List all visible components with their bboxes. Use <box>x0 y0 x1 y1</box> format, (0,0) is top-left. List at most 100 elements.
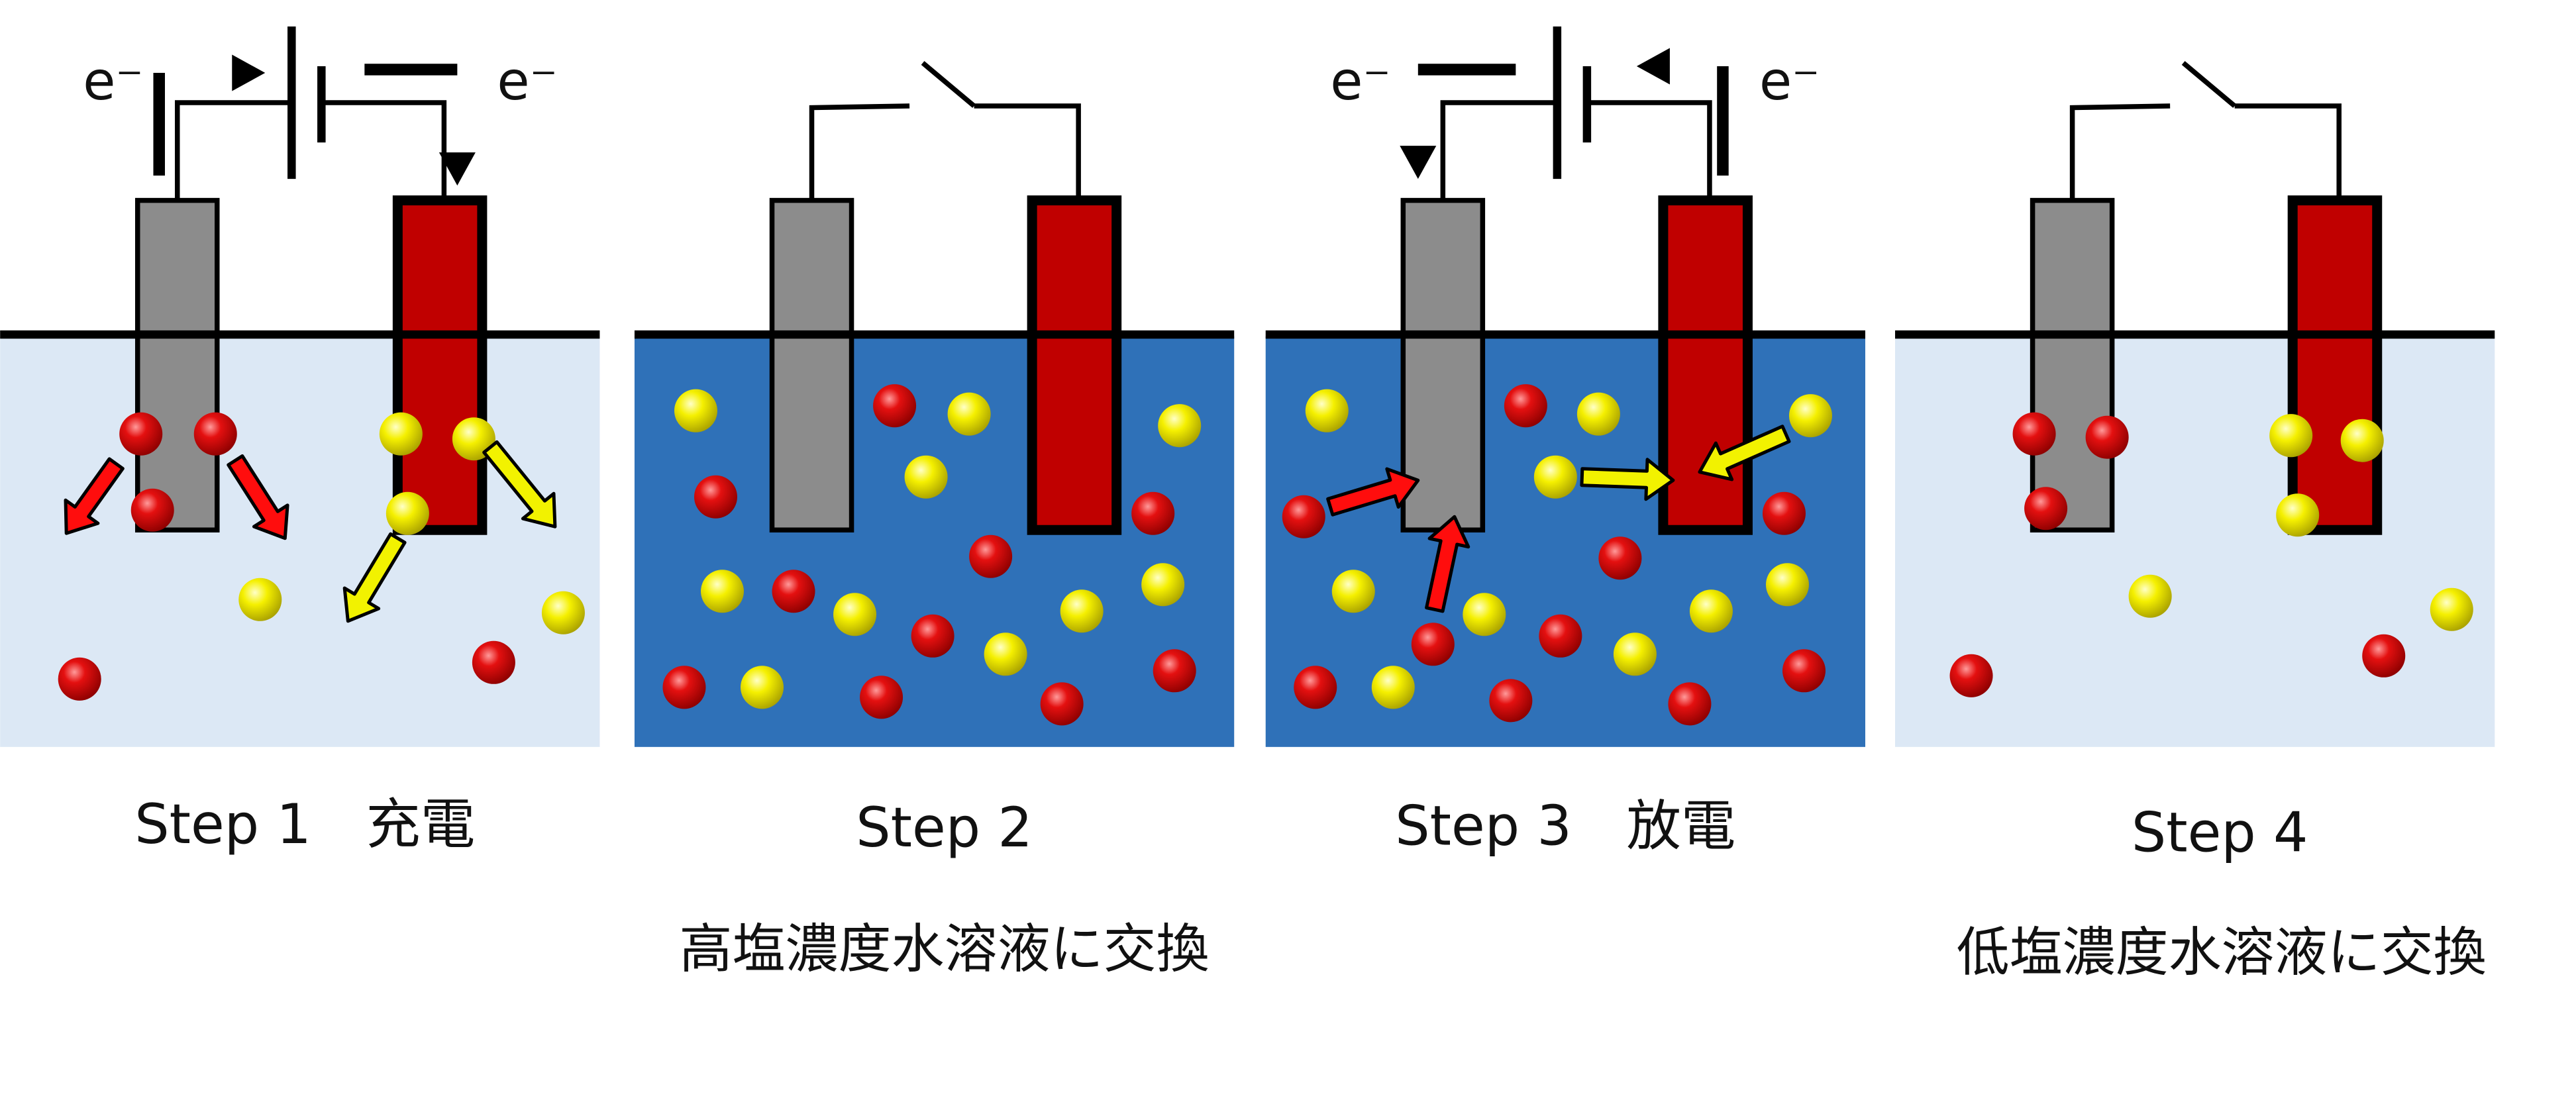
step3-anion <box>1305 389 1349 432</box>
step2-anion <box>700 570 745 613</box>
step3-cation <box>1504 384 1547 428</box>
step1-carbon-electrode <box>134 197 220 532</box>
step3-water <box>1265 336 1866 747</box>
step1-cation <box>472 640 515 684</box>
step1-cation <box>58 657 101 701</box>
step4-anion <box>2269 414 2313 458</box>
step2-open-switch <box>921 61 976 108</box>
step3-anion <box>1689 589 1733 633</box>
step2-active-electrode <box>1027 195 1122 535</box>
step1-electron-arrow-right-head <box>438 152 476 186</box>
step2-cation <box>860 676 903 719</box>
step4-cation <box>2024 487 2068 530</box>
step3-anion <box>1613 632 1657 676</box>
step1-anion <box>452 417 495 461</box>
step2-anion <box>947 392 991 436</box>
step4-cation <box>2362 634 2406 678</box>
step3-electron-arrow-left-head <box>1400 146 1437 179</box>
step3-cation <box>1668 682 1712 726</box>
step2-label: Step 2 <box>856 796 1033 860</box>
step3-label: Step 3 放電 <box>1395 794 1735 858</box>
step3-cation <box>1282 495 1325 538</box>
step4-anion <box>2276 493 2320 537</box>
step4-wire-left <box>2069 103 2171 201</box>
step3-cation <box>1411 623 1455 666</box>
step3-anion <box>1765 563 1809 607</box>
step3-yellow-ion-arrow <box>1698 425 1791 481</box>
step2-cation <box>911 614 954 658</box>
step2-anion <box>674 389 717 432</box>
step2-wire-right <box>974 103 1081 201</box>
step3-electron-arrow-right-head <box>1636 48 1670 85</box>
step3-cation <box>1489 679 1533 723</box>
step3-yellow-ion-arrow <box>1580 458 1675 501</box>
step2-cation <box>873 384 917 428</box>
step3-anion <box>1533 455 1577 499</box>
step2-carbon-electrode <box>769 197 854 532</box>
step4-cation <box>2012 412 2056 456</box>
step1-yellow-ion-arrow <box>342 532 407 623</box>
step1-electron-label-left: e⁻ <box>83 50 143 112</box>
step4-anion <box>2430 587 2473 631</box>
step3-electron-label-left: e⁻ <box>1330 50 1390 112</box>
step1-wire-right <box>321 100 447 201</box>
step2-water <box>634 336 1235 747</box>
step2-anion <box>1060 589 1104 633</box>
step4-active-electrode <box>2287 195 2383 535</box>
step2-panel <box>634 61 1235 747</box>
step2-anion <box>833 593 877 636</box>
step3-panel <box>1265 26 1866 747</box>
step4-cation <box>1949 654 1993 697</box>
step3-electron-label-right: e⁻ <box>1759 50 1820 112</box>
step4-open-switch <box>2181 61 2237 108</box>
step3-red-ion-arrow <box>1326 467 1420 517</box>
step1-label: Step 1 充電 <box>134 793 475 856</box>
step1-cation <box>193 412 237 456</box>
step1-anion <box>238 578 282 621</box>
step3-red-ion-arrow <box>1425 515 1470 613</box>
step2-anion <box>1158 404 1202 448</box>
step4-panel <box>1895 61 2495 747</box>
step1-anion <box>379 412 423 456</box>
step1-cation <box>130 488 174 532</box>
step2-caption: 高塩濃度水溶液に交換 <box>680 918 1210 980</box>
step3-wire-right <box>1586 100 1712 201</box>
step1-anion <box>386 491 429 535</box>
step3-wire-left <box>1440 100 1556 201</box>
step2-cation <box>1040 682 1084 726</box>
step3-anion <box>1463 593 1506 636</box>
step4-anion <box>2128 574 2172 618</box>
step3-cation <box>1598 536 1642 580</box>
step4-carbon-electrode <box>2030 197 2115 532</box>
step1-electron-label-right: e⁻ <box>497 50 557 112</box>
step1-yellow-ion-arrow <box>482 440 557 529</box>
step2-cation <box>694 475 738 519</box>
step1-red-ion-arrow <box>64 457 125 535</box>
step3-cation <box>1539 614 1582 658</box>
step4-caption: 低塩濃度水溶液に交換 <box>1957 921 2487 983</box>
step1-red-ion-arrow <box>227 454 289 540</box>
step2-cation <box>1131 491 1175 535</box>
step3-cation <box>1294 666 1337 709</box>
step2-cation <box>772 570 815 613</box>
step3-carbon-electrode <box>1400 197 1486 532</box>
step2-cation <box>1153 649 1196 693</box>
step2-wire-left <box>809 103 910 201</box>
step2-cation <box>662 666 706 709</box>
step1-panel <box>0 26 600 747</box>
step4-label: Step 4 <box>2132 801 2308 864</box>
step1-wire-left <box>174 100 290 201</box>
step3-active-electrode <box>1658 195 1753 535</box>
step4-wire-right <box>2234 103 2342 201</box>
step4-cation <box>2085 415 2129 459</box>
step1-anion <box>541 591 585 634</box>
step1-cation <box>119 412 163 456</box>
step3-anion <box>1331 570 1375 613</box>
step3-cation <box>1762 491 1806 535</box>
step1-active-electrode <box>392 195 488 535</box>
step3-anion <box>1576 392 1620 436</box>
step3-anion <box>1788 394 1832 438</box>
step1-electron-arrow-left-head <box>232 54 266 91</box>
